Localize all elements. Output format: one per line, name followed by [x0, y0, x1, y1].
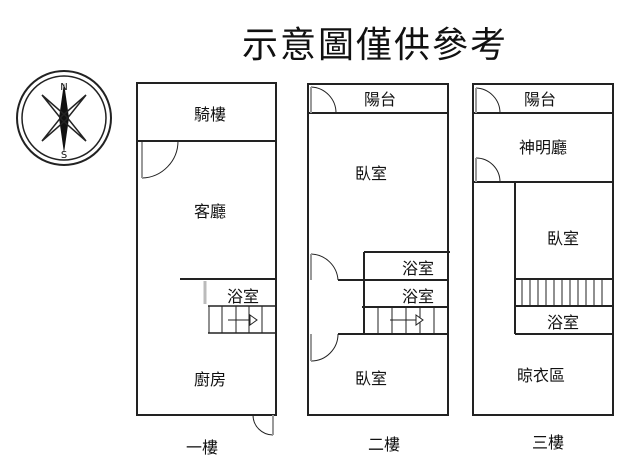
- room-label-living-room: 客廳: [193, 202, 227, 221]
- room-label-arcade: 騎樓: [193, 105, 227, 124]
- room-label-balcony: 陽台: [523, 90, 557, 109]
- room-label-balcony: 陽台: [363, 90, 397, 109]
- room-label-bedroom: 臥室: [354, 164, 388, 183]
- room-label-bedroom: 臥室: [354, 369, 388, 388]
- floor-2-plan: [307, 83, 450, 416]
- compass-north-label: N: [60, 82, 67, 93]
- floor-label-2: 二樓: [367, 435, 401, 454]
- floor-label-1: 一樓: [185, 438, 219, 457]
- floor-label-3: 三樓: [531, 433, 565, 452]
- room-label-laundry-area: 晾衣區: [516, 366, 566, 385]
- room-label-bathroom: 浴室: [546, 313, 580, 332]
- room-label-bathroom: 浴室: [401, 259, 435, 278]
- room-label-shrine-room: 神明廳: [518, 138, 568, 157]
- room-label-bathroom: 浴室: [401, 287, 435, 306]
- compass-icon: N S: [16, 70, 112, 166]
- room-label-kitchen: 廚房: [193, 370, 227, 389]
- diagram-title: 示意圖僅供參考: [241, 25, 509, 66]
- floor-3-plan: [472, 83, 614, 416]
- floor-1-plan: [136, 82, 277, 436]
- room-label-bedroom: 臥室: [546, 229, 580, 248]
- room-label-bathroom: 浴室: [226, 287, 260, 306]
- compass-south-label: S: [61, 150, 67, 161]
